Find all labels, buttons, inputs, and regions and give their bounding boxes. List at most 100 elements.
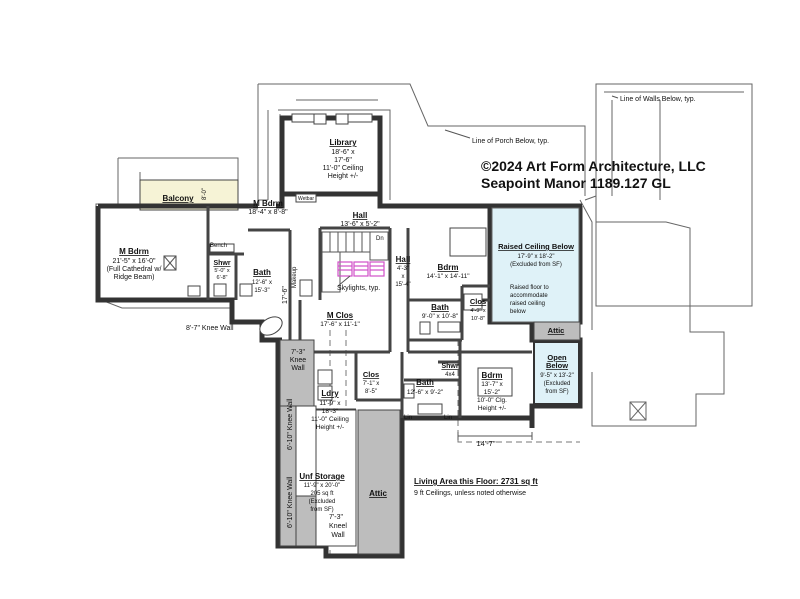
svg-text:12'-6" x: 12'-6" x — [252, 280, 272, 286]
svg-text:M Bdrm: M Bdrm — [119, 247, 149, 256]
svg-text:7'-3": 7'-3" — [329, 514, 343, 521]
bathtub-icon — [259, 316, 283, 336]
svg-text:4'-9" x: 4'-9" x — [470, 308, 485, 314]
room-closet-2: Clos 7'-1" x 8'-5" — [363, 370, 380, 395]
svg-text:Library: Library — [329, 138, 357, 147]
room-library: Library 18'-6" x 17'-6" 11'-0" Ceiling H… — [298, 138, 363, 202]
svg-text:8'-5": 8'-5" — [365, 389, 377, 395]
svg-text:M Bdrm: M Bdrm — [253, 199, 283, 208]
svg-text:21'-5" x 16'-0": 21'-5" x 16'-0" — [112, 258, 156, 265]
svg-text:Height +/-: Height +/- — [316, 424, 344, 431]
svg-text:(Excluded from SF): (Excluded from SF) — [510, 262, 562, 268]
svg-text:18'-3": 18'-3" — [322, 408, 339, 415]
svg-text:Below: Below — [546, 361, 568, 370]
svg-text:Bath: Bath — [431, 303, 449, 312]
knee-wall-zones — [279, 339, 401, 555]
svg-text:10'-0" Clg.: 10'-0" Clg. — [477, 397, 507, 404]
svg-text:10'-8": 10'-8" — [471, 316, 485, 322]
knee-wall-bottom: 7'-3" Kneel Wall — [329, 514, 347, 539]
chair-icon — [313, 113, 327, 125]
room-attic-large: Attic — [369, 489, 387, 498]
svg-text:205 sq ft: 205 sq ft — [310, 491, 333, 497]
raised-ceiling-area — [491, 207, 580, 323]
room-master-bath: Bath 12'-6" x 15'-3" — [252, 268, 272, 294]
room-master-shower: Shwr 5'-0" x 6'-8" — [213, 260, 230, 281]
svg-text:Hall: Hall — [396, 255, 411, 264]
svg-text:14'-1" x 14'-11": 14'-1" x 14'-11" — [426, 273, 470, 280]
svg-text:below: below — [510, 309, 526, 315]
svg-text:M Clos: M Clos — [327, 311, 354, 320]
skylights — [337, 261, 385, 277]
toilet-icon — [403, 383, 415, 399]
vanity-icon — [417, 403, 443, 415]
svg-text:7'-3": 7'-3" — [291, 349, 305, 356]
svg-text:accommodate: accommodate — [510, 293, 548, 299]
svg-text:Open: Open — [547, 353, 567, 362]
leader-line — [337, 275, 351, 287]
room-bedroom-1: Bdrm 14'-1" x 14'-11" — [426, 263, 470, 280]
svg-text:Bath: Bath — [253, 268, 271, 277]
svg-text:18'-4" x 8'-8": 18'-4" x 8'-8" — [248, 209, 288, 216]
header-text: ©2024 Art Form Architecture, LLC Seapoin… — [481, 158, 706, 191]
wetbar-counter — [295, 193, 317, 203]
svg-text:Ridge Beam): Ridge Beam) — [114, 274, 155, 281]
room-attic-small: Attic — [548, 326, 565, 335]
svg-text:Kneel: Kneel — [329, 523, 347, 530]
dim-14-7: 14'-7" — [476, 439, 495, 448]
open-below-area — [533, 341, 580, 405]
interior-walls — [206, 206, 532, 418]
note-skylights: Skylights, typ. — [337, 285, 380, 292]
svg-text:7'-1" x: 7'-1" x — [363, 381, 380, 387]
roof-outlines — [95, 83, 753, 427]
svg-text:(Full Cathedral w/: (Full Cathedral w/ — [107, 266, 162, 273]
ceiling-note-text: 9 ft Ceilings, unless noted otherwise — [414, 490, 526, 497]
svg-text:(Excluded: (Excluded — [309, 499, 336, 505]
vanity-icon — [437, 321, 461, 333]
project-title: Seapoint Manor 1189.127 GL — [481, 175, 671, 191]
living-area-text: Living Area this Floor: 2731 sq ft — [414, 477, 538, 486]
svg-text:from SF): from SF) — [310, 507, 333, 513]
svg-text:raised ceiling: raised ceiling — [510, 301, 545, 307]
stair-down-label: Dn — [376, 236, 384, 242]
note-walls-below: Line of Walls Below, typ. — [620, 96, 696, 103]
svg-text:13'-7" x: 13'-7" x — [481, 381, 503, 388]
room-unfinished-storage: Unf Storage 11'-9" x 20'-0" 205 sq ft (E… — [299, 472, 345, 513]
makeup-label: Makeup — [292, 266, 298, 288]
stairs — [321, 231, 389, 293]
raised-ceiling-text: Raised Ceiling Below 17'-9" x 18'-2" (Ex… — [498, 242, 574, 268]
knee-wall-6-10-a: 6'-10" Knee Wall — [287, 398, 294, 450]
room-open-below: Open Below 9'-5" x 13'-2" (Excluded from… — [540, 353, 574, 395]
svg-text:from SF): from SF) — [545, 389, 568, 395]
svg-text:Wall: Wall — [291, 365, 305, 372]
bench-icon — [209, 243, 235, 253]
knee-wall-7-3: 7'-3" Knee Wall — [290, 349, 306, 372]
library-walls — [279, 115, 383, 197]
svg-text:6'-8": 6'-8" — [217, 275, 228, 281]
washer-icon — [317, 369, 333, 385]
svg-text:Height +/-: Height +/- — [328, 173, 359, 180]
sink-icon — [239, 283, 253, 297]
svg-text:Shwr: Shwr — [441, 363, 458, 370]
attic-small-area — [533, 321, 581, 341]
svg-text:12'-6" x 9'-2": 12'-6" x 9'-2" — [407, 389, 444, 396]
svg-text:Shwr: Shwr — [213, 260, 230, 267]
bed-icon — [449, 227, 487, 257]
note-porch-below: Line of Porch Below, typ. — [472, 138, 549, 145]
svg-text:4'-3": 4'-3" — [397, 266, 409, 272]
svg-text:Knee: Knee — [290, 357, 306, 364]
leader-line — [444, 129, 471, 139]
balcony-dim: 8'-0" — [202, 188, 208, 200]
svg-text:Wetbar: Wetbar — [298, 196, 314, 202]
svg-text:Wall: Wall — [331, 532, 345, 539]
svg-text:Raised Ceiling Below: Raised Ceiling Below — [498, 242, 574, 251]
svg-text:15'-3": 15'-3" — [254, 288, 269, 294]
svg-text:9'-0" x 10'-8": 9'-0" x 10'-8" — [422, 313, 459, 320]
linen-label-1: Lin — [404, 415, 412, 421]
svg-text:18'-6" x: 18'-6" x — [331, 149, 355, 156]
svg-text:11'-9" x 20'-0": 11'-9" x 20'-0" — [304, 483, 340, 489]
makeup-vanity — [299, 279, 313, 297]
toilet-icon — [213, 283, 227, 297]
raised-floor-note: Raised floor to accommodate raised ceili… — [510, 285, 549, 315]
chair-icon — [335, 113, 349, 125]
